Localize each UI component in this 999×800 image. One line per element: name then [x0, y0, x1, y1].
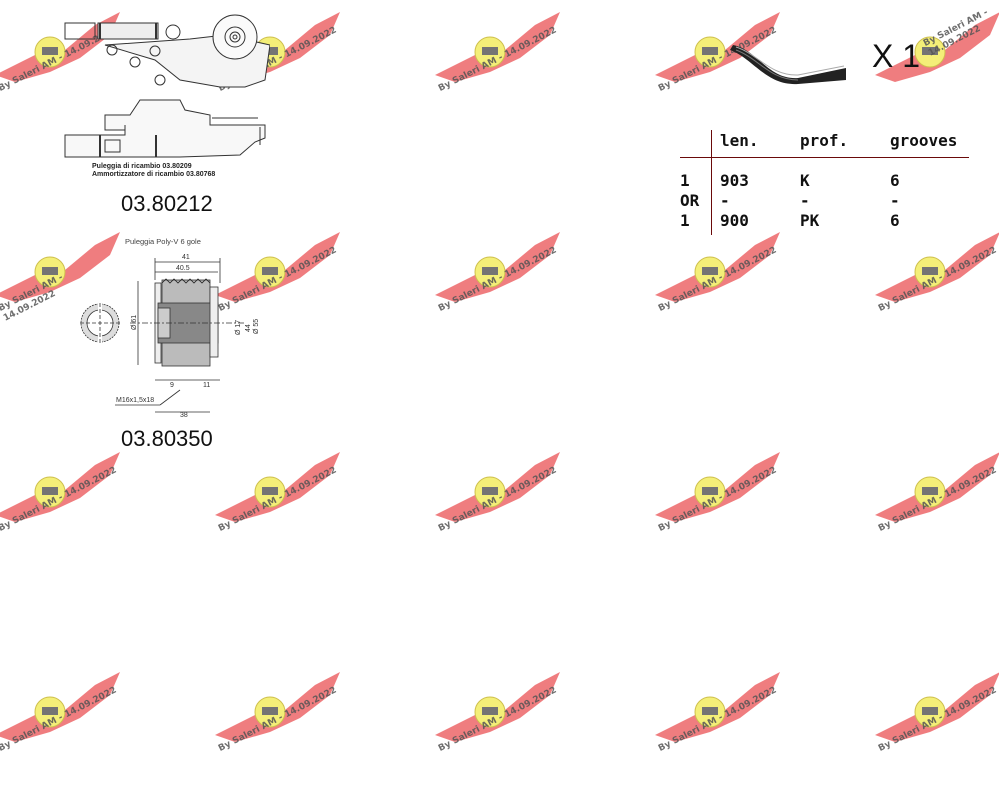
winged-logo-icon: [875, 232, 999, 302]
watermark-text: By Saleri AM - 14.09.2022: [0, 685, 119, 754]
watermark: By Saleri AM - 14.09.2022: [655, 670, 785, 800]
winged-logo-icon: [655, 672, 780, 742]
winged-logo-icon: [435, 452, 560, 522]
watermark-text: By Saleri AM - 14.09.2022: [437, 685, 559, 754]
tensioner-drawing: [64, 14, 270, 158]
watermark: By Saleri AM - 14.09.2022: [215, 670, 345, 800]
header-len: len.: [720, 131, 759, 150]
cell-prof: -: [800, 191, 810, 210]
watermark: By Saleri AM - 14.09.2022: [875, 8, 999, 140]
winged-logo-icon: [875, 672, 999, 742]
dim-40-5: 40.5: [176, 265, 190, 272]
watermark-text: By Saleri AM - 14.09.2022: [217, 465, 339, 534]
watermark: By Saleri AM - 14.09.2022: [875, 450, 999, 580]
pulley-drawing: 41 40.5 Ø 61 Ø 17 44 Ø 55 9 11 M16x1,5x1…: [80, 254, 260, 419]
pulley-title: Puleggia Poly-V 6 gole: [125, 237, 201, 246]
watermark-text: By Saleri AM - 14.09.2022: [922, 7, 990, 59]
cell-len: 903: [720, 171, 749, 190]
dim-9: 9: [170, 382, 174, 389]
watermark-text: By Saleri AM - 14.09.2022: [437, 25, 559, 94]
watermark-text: By Saleri AM - 14.09.2022: [217, 685, 339, 754]
cell-len: -: [720, 191, 730, 210]
watermark-text: By Saleri AM - 14.09.2022: [0, 465, 119, 534]
watermark: By Saleri AM - 14.09.2022: [655, 450, 785, 580]
winged-logo-icon: [0, 672, 120, 742]
table-header-divider: [680, 157, 969, 158]
header-grooves: grooves: [890, 131, 958, 150]
watermark-text: By Saleri AM - 14.09.2022: [437, 245, 559, 314]
watermark: By Saleri AM - 14.09.2022: [0, 670, 125, 800]
table-vertical-divider: [711, 130, 712, 235]
header-prof: prof.: [800, 131, 849, 150]
watermark-text: By Saleri AM - 14.09.2022: [657, 465, 779, 534]
winged-logo-icon: [875, 452, 999, 522]
winged-logo-icon: [0, 452, 120, 522]
watermark-text: By Saleri AM - 14.09.2022: [0, 272, 65, 324]
watermark-text: By Saleri AM - 14.09.2022: [877, 245, 999, 314]
watermark: By Saleri AM - 14.09.2022: [435, 670, 565, 800]
watermark-text: By Saleri AM - 14.09.2022: [877, 465, 999, 534]
cell-qty: 1: [680, 211, 690, 230]
watermark: By Saleri AM - 14.09.2022: [875, 670, 999, 800]
caption-replacement-damper: Ammortizzatore di ricambio 03.80768: [92, 171, 216, 178]
watermark: By Saleri AM - 14.09.2022: [435, 230, 565, 360]
winged-logo-icon: [435, 232, 560, 302]
cell-prof: K: [800, 171, 810, 190]
watermark-text: By Saleri AM - 14.09.2022: [657, 685, 779, 754]
dim-11: 11: [203, 382, 210, 389]
product-code-1: 03.80212: [121, 191, 213, 216]
dim-17: Ø 17: [235, 320, 242, 335]
watermark-text: By Saleri AM - 14.09.2022: [877, 685, 999, 754]
watermark-text: By Saleri AM - 14.09.2022: [437, 465, 559, 534]
watermark: By Saleri AM - 14.09.2022: [435, 10, 565, 140]
dim-41: 41: [182, 254, 190, 261]
winged-logo-icon: [215, 672, 340, 742]
cell-len: 900: [720, 211, 749, 230]
dim-thread: M16x1,5x18: [116, 397, 154, 404]
caption-replacement-pulley: Puleggia di ricambio 03.80209: [92, 163, 192, 170]
winged-logo-icon: [215, 452, 340, 522]
cell-grooves: 6: [890, 211, 900, 230]
winged-logo-icon: [435, 672, 560, 742]
cell-grooves: 6: [890, 171, 900, 190]
watermark: By Saleri AM - 14.09.2022: [875, 230, 999, 360]
winged-logo-icon: [655, 452, 780, 522]
watermark: By Saleri AM - 14.09.2022: [0, 450, 125, 580]
winged-logo-icon: [435, 12, 560, 82]
cell-qty: 1: [680, 171, 690, 190]
cell-grooves: -: [890, 191, 900, 210]
dim-44: 44: [245, 324, 252, 332]
cell-prof: PK: [800, 211, 820, 230]
watermark: By Saleri AM - 14.09.2022: [435, 450, 565, 580]
belt-quantity: X 1: [872, 38, 921, 74]
watermark: By Saleri AM - 14.09.2022: [655, 230, 785, 360]
winged-logo-icon: [655, 232, 780, 302]
watermark-text: By Saleri AM - 14.09.2022: [657, 245, 779, 314]
dim-38: 38: [180, 412, 188, 419]
dim-55: Ø 55: [253, 319, 260, 334]
product-code-2: 03.80350: [121, 426, 213, 451]
cell-qty: OR: [680, 191, 700, 210]
belt-icon: [730, 45, 846, 85]
watermark: By Saleri AM - 14.09.2022: [215, 450, 345, 580]
dim-61: Ø 61: [131, 315, 138, 330]
